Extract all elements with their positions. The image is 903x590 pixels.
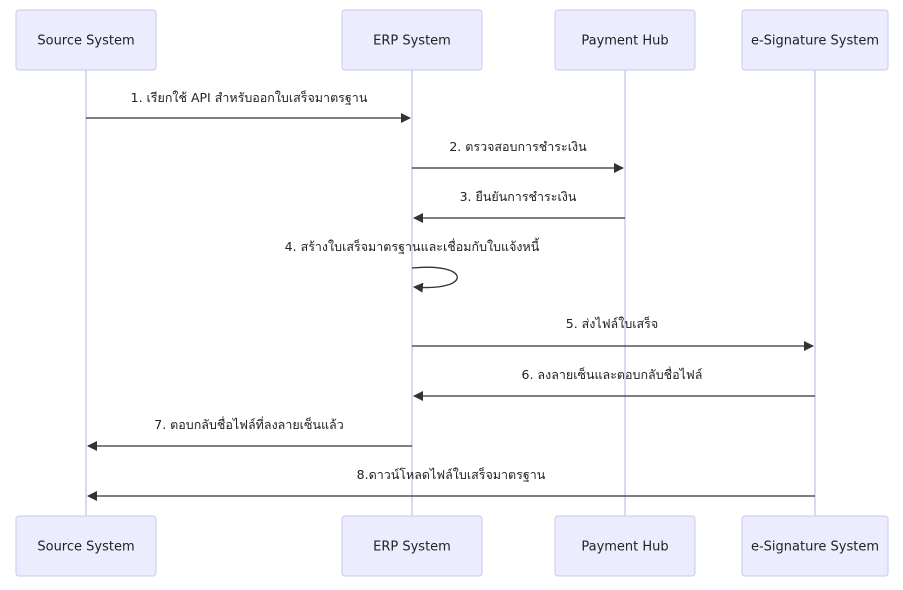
message-label: 2. ตรวจสอบการชำระเงิน xyxy=(449,139,587,154)
message-5: 5. ส่งไฟล์ใบเสร็จ xyxy=(412,316,814,351)
message-4-self: 4. สร้างใบเสร็จมาตรฐานและเชื่อมกับใบแจ้ง… xyxy=(285,237,540,293)
message-label: 3. ยืนยันการชำระเงิน xyxy=(460,189,577,204)
message-1: 1. เรียกใช้ API สำหรับออกใบเสร็จมาตรฐาน xyxy=(86,90,411,123)
message-6: 6. ลงลายเซ็นและตอบกลับชื่อไฟล์ xyxy=(413,366,815,401)
participant-label: e-Signature System xyxy=(751,540,879,555)
participant-top-source: Source System xyxy=(15,9,157,71)
message-label: 1. เรียกใช้ API สำหรับออกใบเสร็จมาตรฐาน xyxy=(131,90,368,105)
message-8: 8.ดาวน์โหลดไฟล์ใบเสร็จมาตรฐาน xyxy=(87,467,815,501)
message-2: 2. ตรวจสอบการชำระเงิน xyxy=(412,139,624,173)
participant-label: Payment Hub xyxy=(581,540,668,555)
participant-top-erp: ERP System xyxy=(341,9,483,71)
message-label: 8.ดาวน์โหลดไฟล์ใบเสร็จมาตรฐาน xyxy=(357,467,546,482)
participant-label: Source System xyxy=(37,34,134,49)
message-label: 6. ลงลายเซ็นและตอบกลับชื่อไฟล์ xyxy=(522,366,703,382)
message-label: 7. ตอบกลับชื่อไฟล์ที่ลงลายเซ็นแล้ว xyxy=(154,416,343,432)
message-3: 3. ยืนยันการชำระเงิน xyxy=(413,189,625,223)
participant-label: Payment Hub xyxy=(581,34,668,49)
message-7: 7. ตอบกลับชื่อไฟล์ที่ลงลายเซ็นแล้ว xyxy=(87,416,412,451)
participant-label: e-Signature System xyxy=(751,34,879,49)
participant-label: Source System xyxy=(37,540,134,555)
participant-bottom-erp: ERP System xyxy=(341,515,483,577)
message-label: 4. สร้างใบเสร็จมาตรฐานและเชื่อมกับใบแจ้ง… xyxy=(285,237,540,254)
participant-bottom-esign: e-Signature System xyxy=(741,515,889,577)
message-label: 5. ส่งไฟล์ใบเสร็จ xyxy=(566,316,658,331)
participant-label: ERP System xyxy=(373,540,451,555)
message-arrow xyxy=(411,266,458,293)
participant-bottom-payment: Payment Hub xyxy=(554,515,696,577)
participant-label: ERP System xyxy=(373,34,451,49)
participant-top-esign: e-Signature System xyxy=(741,9,889,71)
participant-top-payment: Payment Hub xyxy=(554,9,696,71)
participant-bottom-source: Source System xyxy=(15,515,157,577)
